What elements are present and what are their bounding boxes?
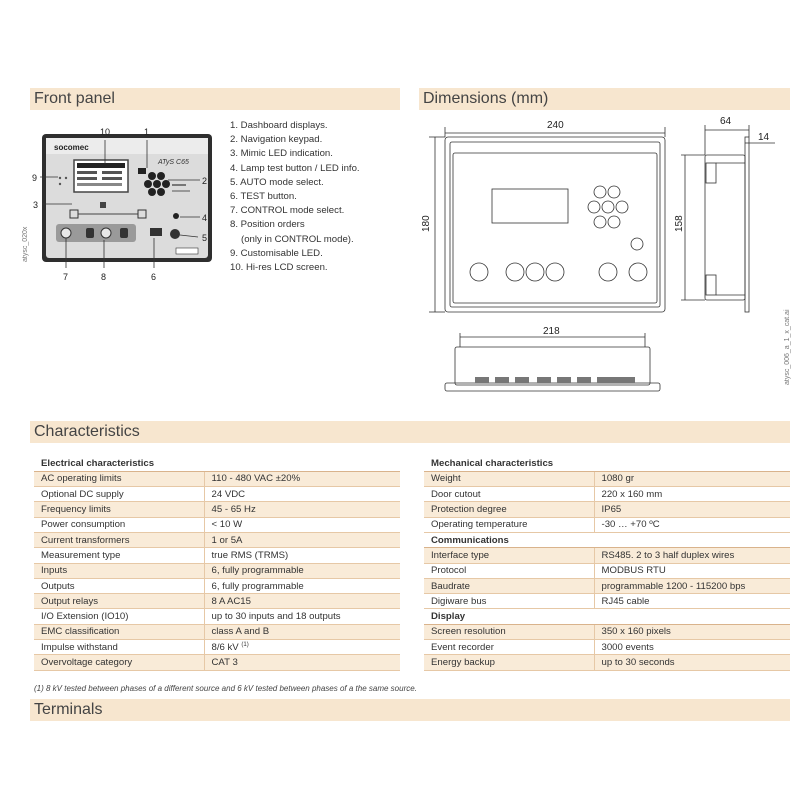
table-row: Operating temperature-30 … +70 ºC	[424, 517, 790, 533]
section-terminals: Terminals	[30, 699, 790, 721]
keypad-button	[157, 172, 165, 180]
footnote: (1) 8 kV tested between phases of a diff…	[34, 684, 417, 693]
svg-text:10: 10	[100, 127, 110, 137]
svg-text:2: 2	[202, 176, 207, 186]
section-characteristics: Characteristics	[30, 421, 790, 443]
dim-depth-label: 64	[720, 116, 732, 127]
mechanical-title: Mechanical characteristics	[424, 456, 790, 472]
bottom-view-terminals	[475, 377, 635, 383]
footnote-marker: (1)	[241, 641, 249, 648]
dim-bottom-width-label: 218	[543, 326, 560, 337]
legend-item: (only in CONTROL mode).	[241, 233, 354, 245]
callout-lines	[40, 140, 200, 268]
svg-text:1: 1	[144, 127, 149, 137]
test-button	[150, 228, 162, 236]
front-panel-legend: 1. Dashboard displays. 2. Navigation key…	[230, 119, 360, 275]
keypad-button	[153, 180, 161, 188]
control-mode-button	[60, 227, 72, 239]
dimensions-drawing: 240 180 64 14 158 218	[421, 116, 775, 392]
dim-width-label: 240	[547, 120, 564, 131]
dimensions-image-ref: atysc_006_a_1_x_cat.ai	[784, 309, 791, 386]
svg-text:8: 8	[101, 272, 106, 282]
front-view-buttons	[469, 262, 648, 282]
model-label: ATyS C65	[157, 159, 189, 166]
legend-item: 4. Lamp test button / LED info.	[230, 162, 360, 174]
legend-item: 7. CONTROL mode select.	[230, 205, 345, 217]
keypad-button	[162, 180, 170, 188]
front-panel-image-ref: atysc_020x	[22, 226, 29, 262]
brand-logo: socomec	[54, 143, 89, 152]
communications-title: Communications	[424, 532, 790, 549]
callout-numbers: 10 1 2 3 4 5 6 7 8 9	[32, 127, 207, 282]
dim-height-label: 180	[421, 215, 432, 232]
bottom-view-outline	[454, 346, 651, 386]
svg-text:5: 5	[202, 233, 207, 243]
legend-item: 9. Customisable LED.	[230, 247, 323, 259]
dim-depth-small-label: 14	[758, 132, 770, 143]
table-row: Power consumption< 10 W	[34, 517, 400, 533]
dim-side-height-label: 158	[674, 215, 685, 232]
lamp-test-button	[173, 213, 179, 219]
front-view-screen	[491, 188, 569, 224]
front-panel-illustration: socomec ATyS C65 10	[32, 127, 212, 282]
section-dimensions: Dimensions (mm)	[419, 88, 790, 110]
svg-text:7: 7	[63, 272, 68, 282]
keypad-button	[148, 188, 156, 196]
svg-text:3: 3	[33, 200, 38, 210]
legend-item: 2. Navigation keypad.	[230, 134, 323, 146]
legend-item: 8. Position orders	[230, 219, 305, 231]
electrical-title: Electrical characteristics	[34, 456, 400, 472]
electrical-table: Electrical characteristics AC operating …	[34, 456, 400, 671]
keypad-button	[157, 188, 165, 196]
svg-text:6: 6	[151, 272, 156, 282]
svg-text:9: 9	[32, 173, 37, 183]
legend-item: 1. Dashboard displays.	[230, 120, 328, 131]
front-view-keypad	[587, 185, 629, 229]
display-title: Display	[424, 608, 790, 625]
section-front-panel: Front panel	[30, 88, 400, 110]
legend-item: 6. TEST button.	[230, 191, 297, 203]
legend-item: 5. AUTO mode select.	[230, 176, 324, 188]
legend-item: 3. Mimic LED indication.	[230, 148, 333, 160]
legend-item: 10. Hi-res LCD screen.	[230, 262, 328, 274]
svg-text:4: 4	[202, 213, 207, 223]
keypad-button	[144, 180, 152, 188]
side-view-outline	[704, 154, 746, 301]
auto-mode-button	[170, 229, 180, 239]
table-row: I/O Extension (IO10)up to 30 inputs and …	[34, 608, 400, 625]
front-view-outline	[444, 136, 666, 313]
position-orders-bar	[56, 224, 136, 242]
keypad-button	[148, 172, 156, 180]
